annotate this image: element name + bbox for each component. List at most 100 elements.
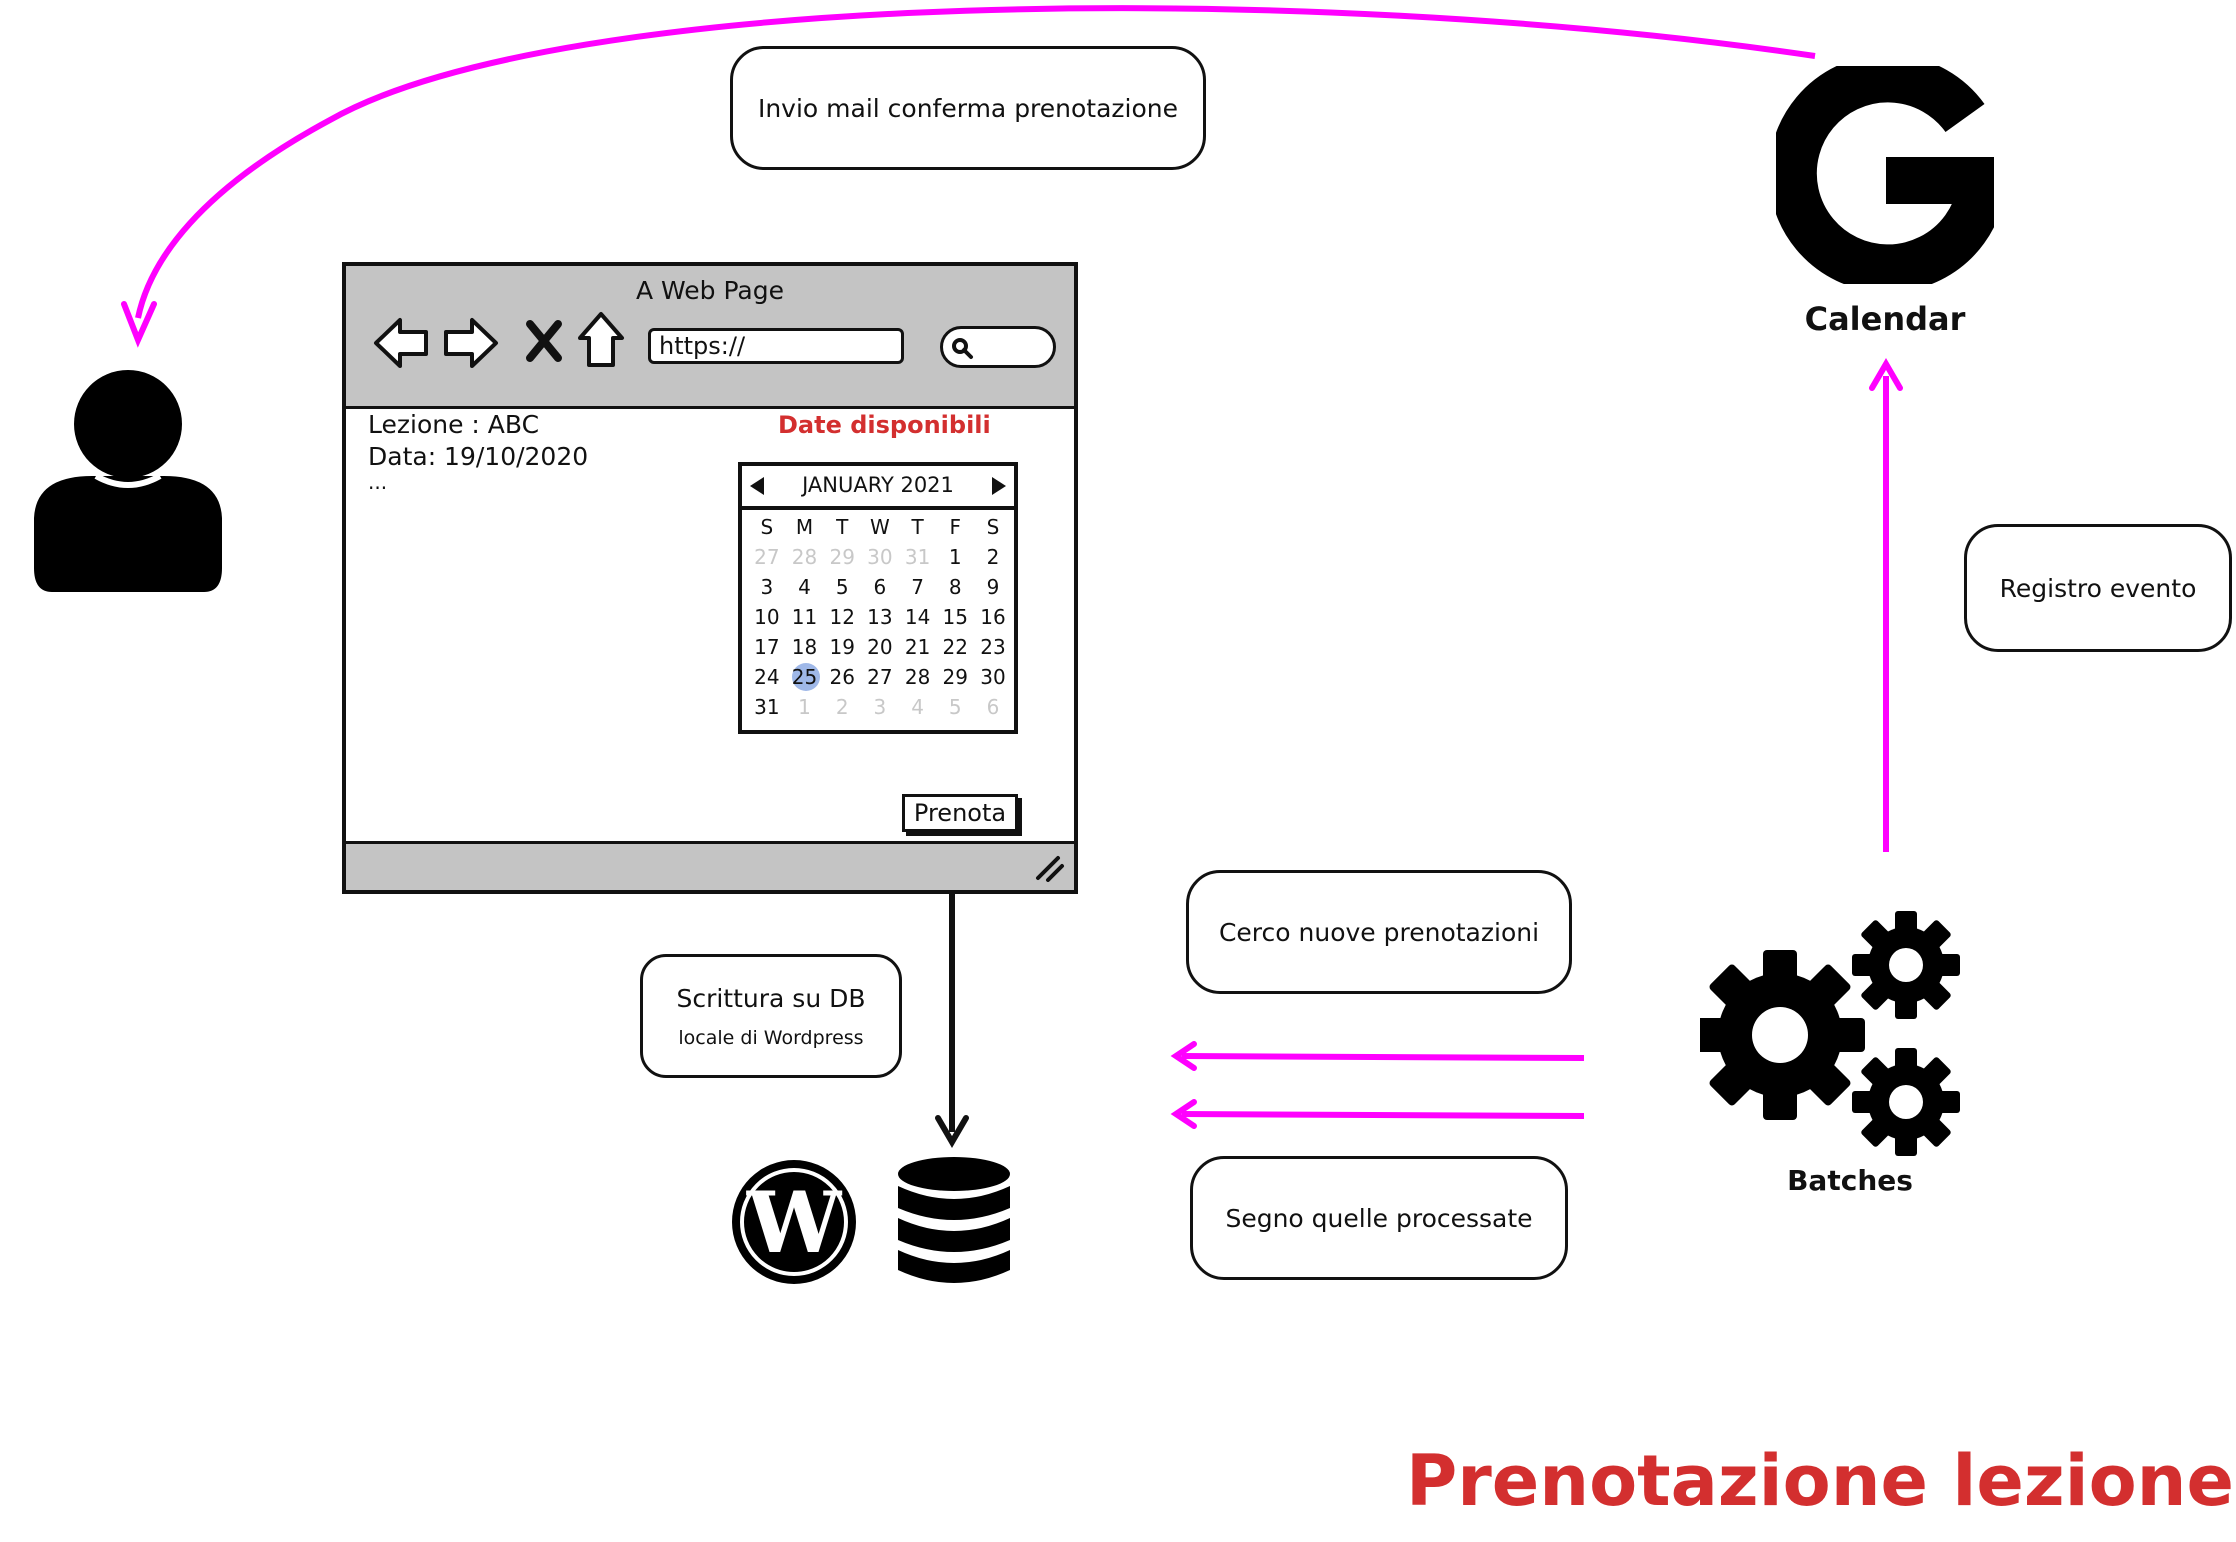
calendar-day[interactable]: 18 [786,632,824,662]
calendar-day[interactable]: 1 [786,692,824,722]
calendar-day-number: 5 [948,695,962,719]
calendar-day[interactable]: 2 [823,692,861,722]
calendar-month: JANUARY 2021 [802,473,954,497]
calendar-day-selected[interactable]: 25 [786,662,824,692]
calendar-day[interactable]: 23 [974,632,1012,662]
calendar-day-number: 1 [948,545,962,569]
calendar-day[interactable]: 15 [936,602,974,632]
calendar-day[interactable]: 9 [974,572,1012,602]
calendar-day[interactable]: 3 [861,692,899,722]
calendar-day-number: 24 [754,665,780,689]
calendar-day[interactable]: 10 [748,602,786,632]
note-registro-evento: Registro evento [1964,524,2232,652]
calendar-day[interactable]: 31 [748,692,786,722]
calendar-day[interactable]: 31 [899,542,937,572]
calendar-day[interactable]: 21 [899,632,937,662]
google-icon [1776,66,1994,284]
calendar-day[interactable]: 27 [748,542,786,572]
calendar-day[interactable]: 24 [748,662,786,692]
calendar-day[interactable]: 29 [936,662,974,692]
calendar-day[interactable]: 20 [861,632,899,662]
calendar-day-number: 17 [754,635,780,659]
calendar-day[interactable]: 5 [936,692,974,722]
calendar-day-number: 29 [829,545,855,569]
calendar-day-number: 31 [754,695,780,719]
search-input[interactable] [940,326,1056,368]
user-icon [34,370,222,592]
calendar-day[interactable]: 13 [861,602,899,632]
browser-toolbar: A Web Page https:// [346,266,1074,409]
calendar-label: Calendar [1804,300,1966,338]
calendar-day[interactable]: 30 [974,662,1012,692]
content-line-lezione: Lezione : ABC [368,410,540,439]
prenota-button[interactable]: Prenota [902,794,1018,832]
calendar-day[interactable]: 22 [936,632,974,662]
note-scrittura-line1: Scrittura su DB [676,983,866,1013]
calendar-day[interactable]: 7 [899,572,937,602]
calendar-day-number: 30 [980,665,1006,689]
content-line-ellipsis: ... [368,470,388,494]
calendar-day[interactable]: 28 [786,542,824,572]
calendar-day[interactable]: 26 [823,662,861,692]
search-icon [952,338,973,359]
calendar-day[interactable]: 3 [748,572,786,602]
url-field[interactable]: https:// [648,328,904,364]
home-icon[interactable] [576,310,626,370]
calendar-day-number: 31 [904,545,931,569]
arrow-batches-to-db-1 [1181,1053,1585,1061]
note-segno-processate: Segno quelle processate [1190,1156,1568,1280]
forward-arrow-icon[interactable] [442,314,500,372]
calendar-day[interactable]: 1 [936,542,974,572]
calendar-day[interactable]: 8 [936,572,974,602]
calendar-weekday: S [760,515,774,539]
calendar-day-number: 26 [829,665,855,689]
calendar-day[interactable]: 30 [861,542,899,572]
calendar-day[interactable]: 4 [786,572,824,602]
calendar-day[interactable]: 6 [861,572,899,602]
calendar-weekday: M [795,515,814,539]
back-arrow-icon[interactable] [372,314,430,372]
calendar-day-number: 7 [911,575,924,599]
arrow-head-db-2 [1170,1099,1197,1129]
calendar-day[interactable]: 12 [823,602,861,632]
note-scrittura-line2: locale di Wordpress [678,1026,864,1049]
calendar-day-number: 23 [980,635,1006,659]
calendar-day-number: 6 [873,575,887,599]
calendar-day-number: 19 [829,635,855,659]
arrow-head-db [935,1115,969,1148]
calendar-day[interactable]: 29 [823,542,861,572]
calendar-day-number: 10 [754,605,780,629]
calendar-day-number: 4 [911,695,924,719]
calendar-day-number: 16 [980,605,1006,629]
calendar-weekday: W [870,515,890,539]
calendar-day-number: 4 [798,575,811,599]
resize-handle-icon[interactable] [1032,852,1066,882]
calendar-day[interactable]: 27 [861,662,899,692]
calendar-day-number: 28 [791,545,818,569]
next-month-icon[interactable] [990,475,1008,497]
calendar-weekday: T [911,515,924,539]
calendar-day[interactable]: 2 [974,542,1012,572]
browser-window: A Web Page https:// Lezione : ABC Data: … [342,262,1078,894]
calendar-day[interactable]: 5 [823,572,861,602]
prev-month-icon[interactable] [748,475,766,497]
calendar-day-number: 25 [791,665,818,689]
calendar-day-number: 29 [942,665,968,689]
calendar-day[interactable]: 28 [899,662,937,692]
calendar-day[interactable]: 6 [974,692,1012,722]
calendar-day[interactable]: 11 [786,602,824,632]
note-cerco-text: Cerco nuove prenotazioni [1218,917,1540,947]
calendar-day-number: 13 [867,605,893,629]
calendar-day-number: 28 [904,665,931,689]
calendar-day[interactable]: 16 [974,602,1012,632]
stop-icon[interactable] [524,316,564,366]
calendar-day[interactable]: 4 [899,692,937,722]
calendar-day-number: 27 [754,545,780,569]
calendar-day-number: 1 [798,695,811,719]
calendar-day[interactable]: 19 [823,632,861,662]
calendar-day[interactable]: 17 [748,632,786,662]
calendar-day[interactable]: 14 [899,602,937,632]
arrow-batches-to-db-2 [1181,1111,1585,1119]
